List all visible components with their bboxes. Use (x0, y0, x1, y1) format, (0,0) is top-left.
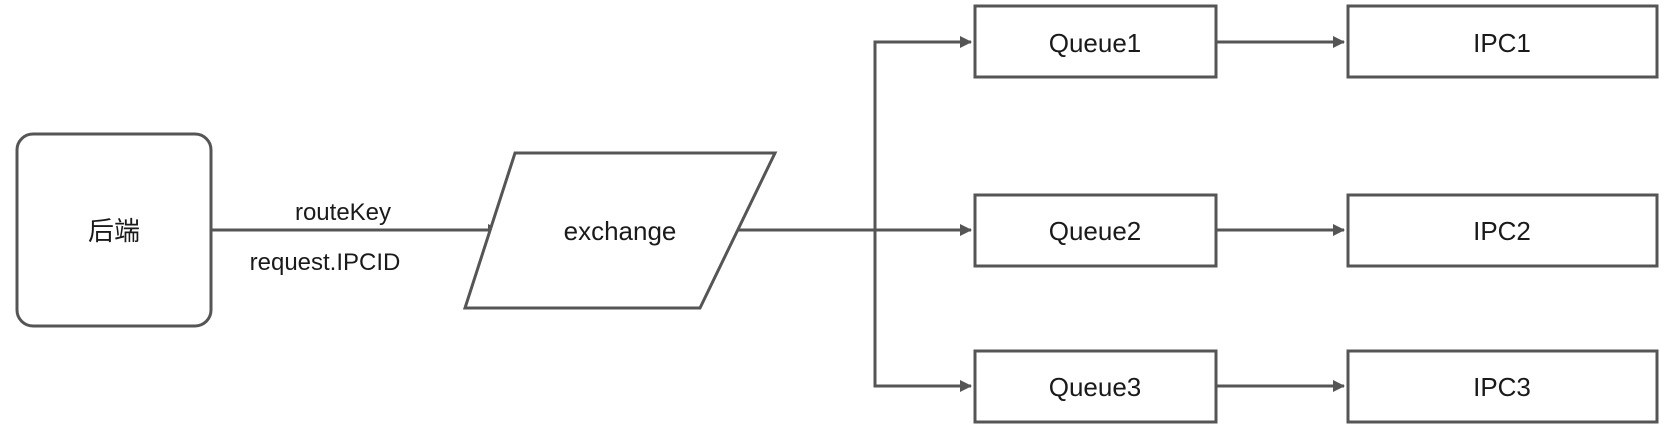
node-backend: 后端 (15, 132, 213, 328)
node-queue3: Queue3 (973, 349, 1218, 424)
node-ipc3: IPC3 (1346, 349, 1659, 424)
node-queue3-label: Queue3 (1049, 372, 1142, 402)
node-queue2: Queue2 (973, 193, 1218, 268)
edge-exchange-to-queue1 (873, 36, 972, 230)
node-ipc3-label: IPC3 (1473, 372, 1531, 402)
node-queue2-label: Queue2 (1049, 216, 1142, 246)
node-ipc1: IPC1 (1346, 4, 1659, 79)
node-ipc2: IPC2 (1346, 193, 1659, 268)
node-exchange: exchange (462, 151, 778, 310)
node-backend-label: 后端 (88, 216, 140, 246)
node-ipc1-label: IPC1 (1473, 28, 1531, 58)
edge-label-routekey: routeKey (295, 199, 391, 226)
edge-label-request-ipcid: request.IPCID (250, 249, 401, 276)
node-queue1: Queue1 (973, 4, 1218, 79)
node-exchange-label: exchange (564, 216, 677, 246)
node-queue1-label: Queue1 (1049, 28, 1142, 58)
edge-exchange-to-queue3 (873, 230, 972, 392)
node-ipc2-label: IPC2 (1473, 216, 1531, 246)
